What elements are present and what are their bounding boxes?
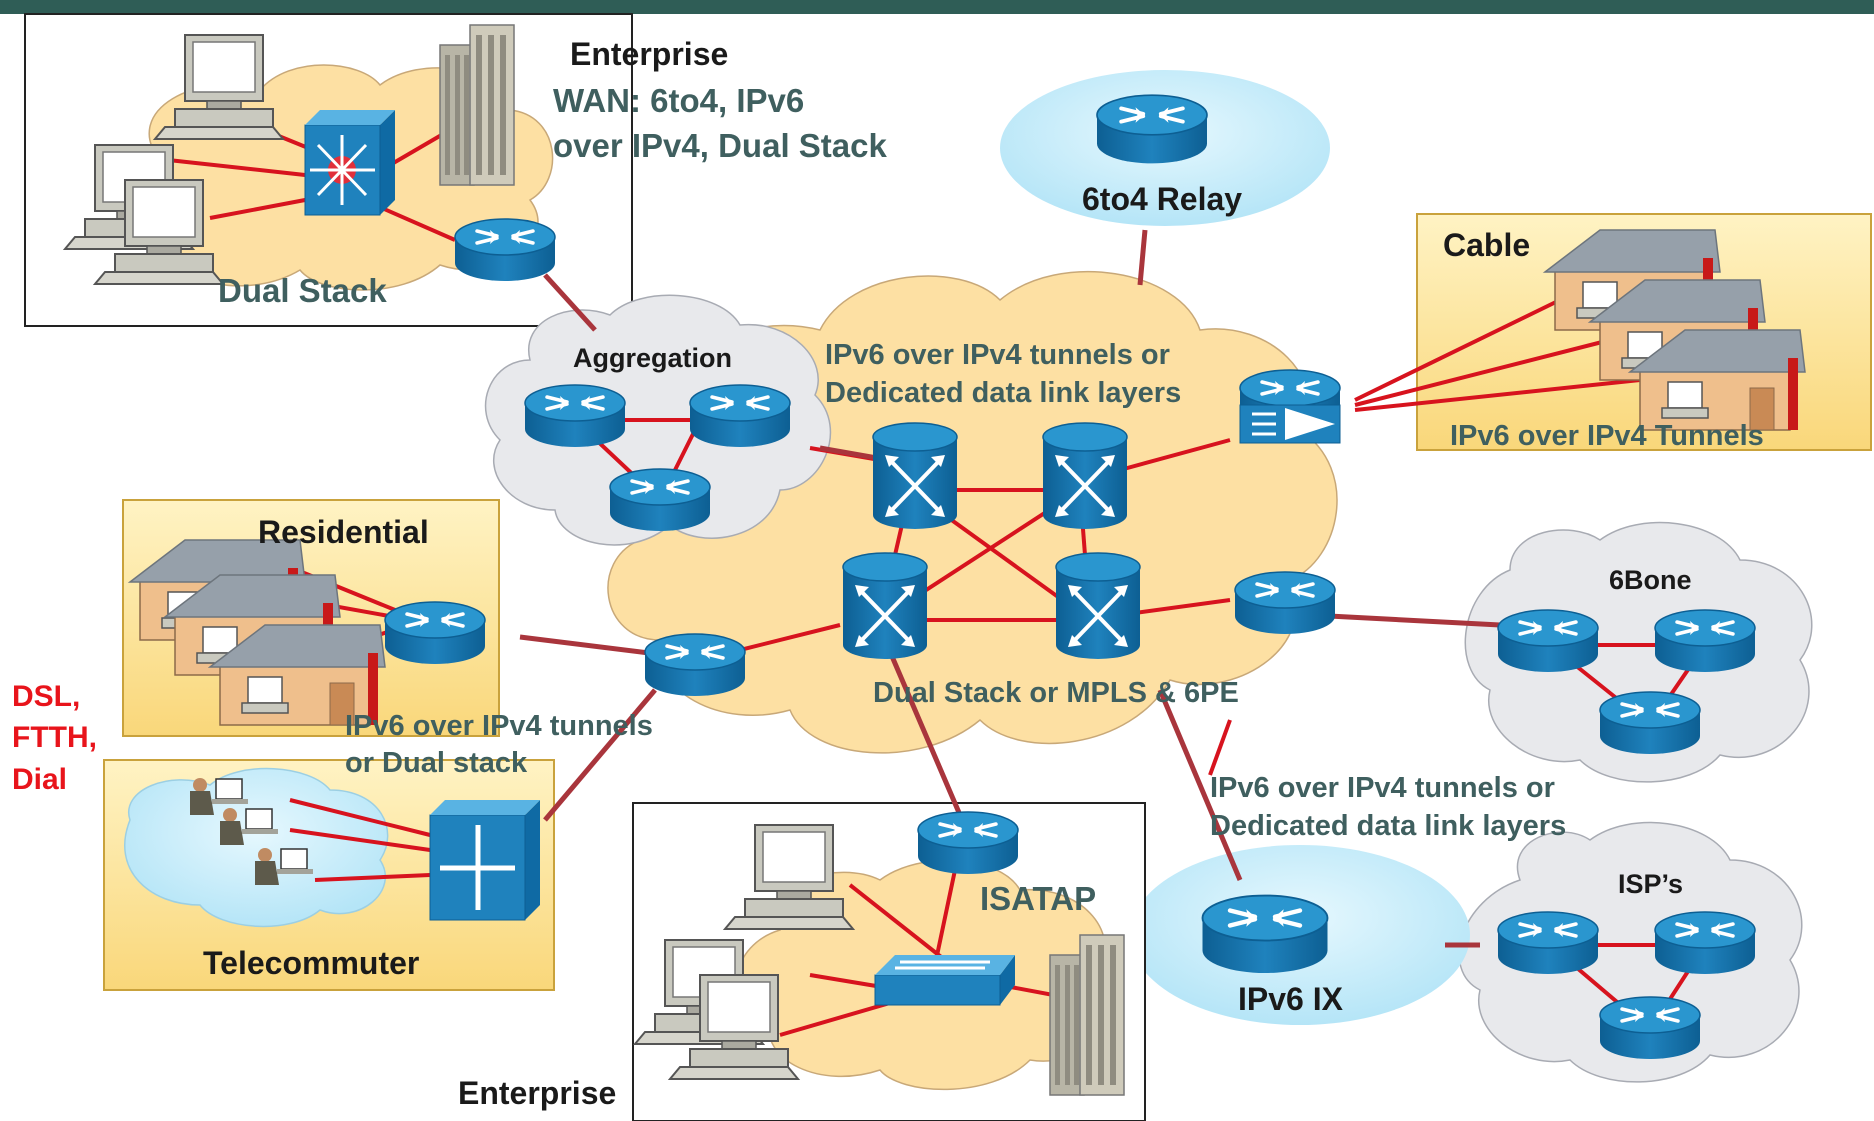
residential-label: Residential	[258, 514, 429, 550]
ix-router-icon	[1203, 896, 1328, 974]
link-ent-pc3	[209, 198, 306, 220]
atm-switch-icon	[871, 421, 959, 531]
link-ent-pc2	[149, 156, 306, 177]
enterprise-wan-label-2: over IPv4, Dual Stack	[553, 127, 887, 164]
atm-switch-icon	[841, 551, 929, 661]
sixbone-cloud	[1464, 521, 1813, 783]
access-label-2: or Dual stack	[345, 747, 528, 779]
enterprise-wan-label-1: WAN: 6to4, IPv6	[553, 82, 804, 119]
router-icon	[688, 383, 792, 449]
multilayer-switch-icon	[304, 110, 395, 216]
dsl-label-1: DSL,	[12, 680, 80, 713]
dsl-label-3: Dial	[12, 763, 67, 796]
enterprise-top-label: Enterprise	[570, 36, 728, 72]
dual-stack-label: Dual Stack	[218, 272, 387, 309]
dsl-label-2: FTTH,	[12, 721, 97, 754]
router-icon	[643, 632, 747, 698]
ix-label: IPv6 IX	[1238, 981, 1344, 1017]
router-icon	[523, 383, 627, 449]
top-bar	[0, 0, 1874, 14]
building-icon	[1049, 934, 1125, 1096]
router-icon	[1496, 910, 1600, 976]
ix-tunnels-label-1: IPv6 over IPv4 tunnels or	[1210, 772, 1555, 804]
relay-label: 6to4 Relay	[1082, 181, 1242, 217]
atm-switch-icon	[1041, 421, 1129, 531]
router-icon	[1233, 570, 1337, 636]
router-icon	[453, 217, 557, 283]
trunk-links	[519, 229, 1501, 948]
isps-cloud	[1458, 821, 1803, 1083]
building-icon	[439, 24, 515, 186]
telecommuter-label: Telecommuter	[203, 945, 419, 981]
core-tunnels-label-2: Dedicated data link layers	[825, 377, 1181, 409]
access-server-icon	[429, 800, 540, 921]
router-icon	[608, 467, 712, 533]
router-icon	[1496, 608, 1600, 674]
router-icon	[1653, 608, 1757, 674]
cmts-router-icon	[1238, 368, 1342, 444]
lan-switch-icon	[874, 955, 1015, 1006]
atm-switch-icon	[1054, 551, 1142, 661]
core-tunnels-label-1: IPv6 over IPv4 tunnels or	[825, 339, 1170, 371]
link-ent-rtr	[374, 203, 456, 242]
aggregation-label: Aggregation	[573, 343, 732, 373]
router-icon	[916, 810, 1020, 876]
cable-label: Cable	[1443, 227, 1530, 263]
router-icon	[383, 600, 487, 666]
access-label-1: IPv6 over IPv4 tunnels	[345, 710, 653, 742]
enterprise-bottom-label: Enterprise	[458, 1075, 616, 1111]
core-mpls-label: Dual Stack or MPLS & 6PE	[873, 677, 1239, 709]
ix-tunnels-label-2: Dedicated data link layers	[1210, 810, 1566, 842]
sixbone-label: 6Bone	[1609, 565, 1692, 595]
cable-tunnels-label: IPv6 over IPv4 Tunnels	[1450, 420, 1764, 452]
isatap-label: ISATAP	[980, 880, 1096, 917]
isps-label: ISP’s	[1618, 869, 1683, 899]
router-icon	[1598, 690, 1702, 756]
router-icon	[1598, 995, 1702, 1061]
router-icon	[1095, 93, 1209, 166]
router-icon	[1653, 910, 1757, 976]
